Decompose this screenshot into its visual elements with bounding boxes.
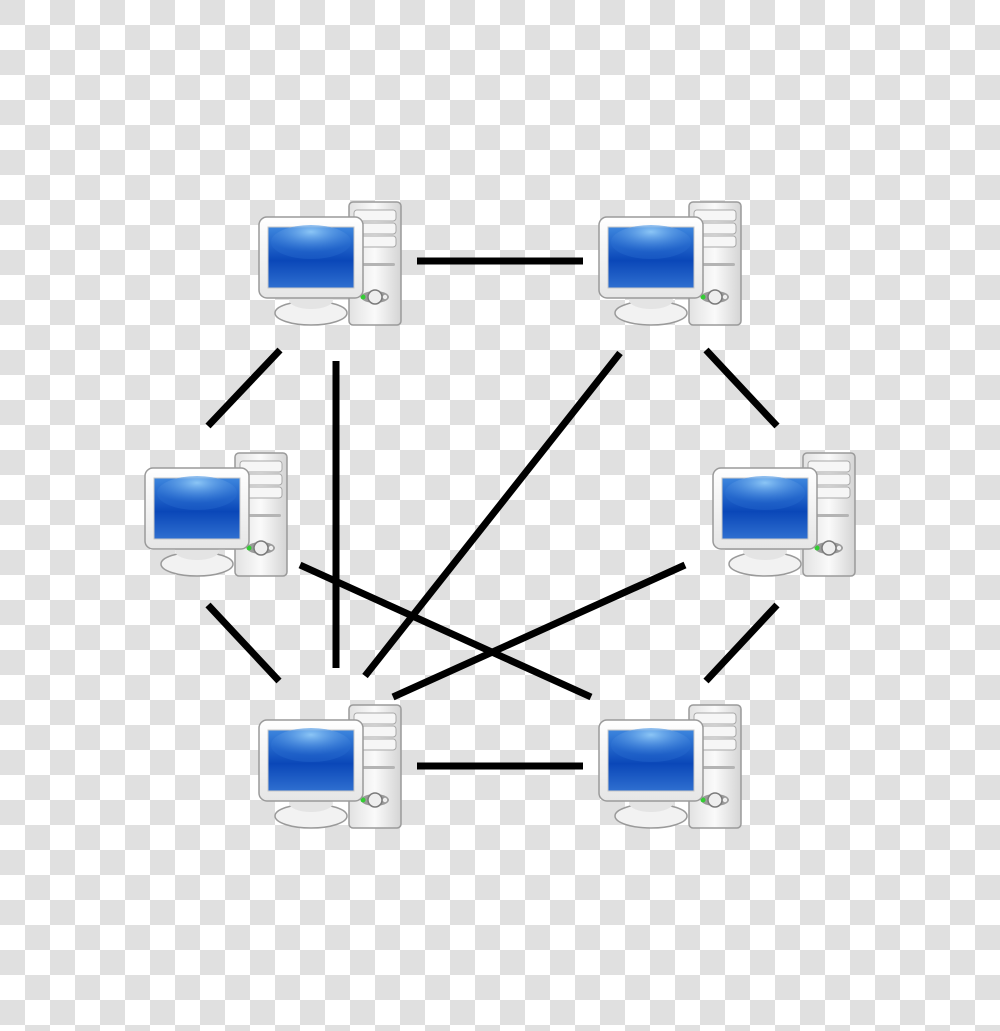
computer-icon-mid-left — [141, 449, 291, 579]
edge-mid-left-to-bottom-right — [298, 561, 593, 701]
edge-mid-right-to-bottom-left — [391, 561, 687, 701]
edge-top-right-to-mid-right — [703, 347, 780, 429]
computer-icon-bottom-left — [255, 701, 405, 831]
edge-mid-right-to-bottom-right — [703, 602, 780, 684]
edge-top-left-to-mid-left — [205, 347, 283, 429]
computer-icon-top-left — [255, 198, 405, 328]
connection-lines — [205, 257, 780, 770]
computer-icon-bottom-right — [595, 701, 745, 831]
computer-icon-top-right — [595, 198, 745, 328]
edge-mid-left-to-bottom-left — [205, 602, 282, 684]
computer-icon-mid-right — [709, 449, 859, 579]
edge-top-right-to-bottom-left — [362, 350, 623, 679]
